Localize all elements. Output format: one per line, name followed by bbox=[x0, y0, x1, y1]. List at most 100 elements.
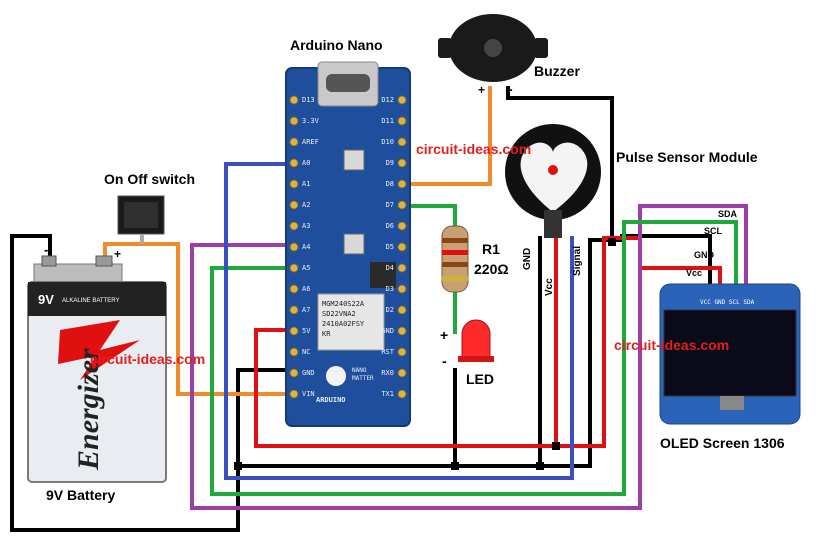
wire-gnd-battery bbox=[10, 234, 240, 532]
wire-sda bbox=[190, 204, 748, 510]
battery-9v: 9V ALKALINE BATTERY Energizer - bbox=[27, 242, 167, 483]
arduino-label: Arduino Nano bbox=[290, 37, 383, 53]
pin-label: D6 bbox=[386, 222, 394, 230]
pulse-pin-gnd: GND bbox=[522, 248, 533, 270]
board-model-word: NANO bbox=[352, 367, 367, 374]
header-pin bbox=[397, 326, 407, 336]
led: + - bbox=[440, 319, 494, 369]
header-pin bbox=[289, 347, 299, 357]
buzzer: + - bbox=[438, 14, 548, 97]
wire-led-resistor bbox=[404, 204, 457, 226]
header-pin bbox=[289, 389, 299, 399]
board-model-word: MATTER bbox=[352, 375, 374, 382]
junction-dot bbox=[552, 442, 560, 450]
switch-label: On Off switch bbox=[104, 171, 195, 187]
oled-label: OLED Screen 1306 bbox=[660, 435, 785, 451]
pulse-pin-signal: Signal bbox=[572, 246, 583, 276]
oled-display bbox=[663, 309, 797, 397]
usb-c-port bbox=[326, 74, 370, 92]
pin-label: D10 bbox=[381, 138, 394, 146]
wire-vin-switch bbox=[103, 242, 292, 396]
header-pin bbox=[397, 368, 407, 378]
wire-gnd-buzzer bbox=[506, 86, 614, 242]
pin-label: D12 bbox=[381, 96, 394, 104]
pin-label: A7 bbox=[302, 306, 310, 314]
pin-label: D3 bbox=[386, 285, 394, 293]
header-pin bbox=[397, 158, 407, 168]
pin-label: AREF bbox=[302, 138, 319, 146]
header-pin bbox=[289, 95, 299, 105]
pin-label: D9 bbox=[386, 159, 394, 167]
oled-board-pins: VCC GND SCL SDA bbox=[700, 299, 755, 306]
wire-buzzer-plus bbox=[404, 86, 492, 186]
battery-label: 9V Battery bbox=[46, 487, 115, 503]
arduino-logo bbox=[326, 366, 346, 386]
buzzer-plus-sign: + bbox=[478, 83, 485, 97]
header-pin bbox=[289, 368, 299, 378]
wire-signal bbox=[224, 162, 574, 480]
pin-label: D4 bbox=[386, 264, 394, 272]
wire-scl bbox=[210, 220, 738, 496]
pin-label: 5V bbox=[302, 327, 311, 335]
mgm240-module bbox=[317, 293, 385, 351]
pin-label: GND bbox=[381, 327, 394, 335]
header-pin bbox=[289, 305, 299, 315]
header-pin bbox=[397, 284, 407, 294]
pulse-sensor-label: Pulse Sensor Module bbox=[616, 149, 758, 165]
header-pin bbox=[289, 242, 299, 252]
battery-minus-sign: - bbox=[44, 242, 48, 257]
reset-button bbox=[343, 149, 365, 171]
oled-pin-vcc: Vcc bbox=[686, 268, 702, 278]
header-pin bbox=[289, 137, 299, 147]
pin-label: D8 bbox=[386, 180, 394, 188]
header-pin bbox=[289, 158, 299, 168]
watermark: circuit-ideas.com bbox=[416, 141, 531, 157]
pin-label: A3 bbox=[302, 222, 310, 230]
battery-case-subtitle: ALKALINE BATTERY bbox=[62, 298, 119, 304]
resistor-r1 bbox=[441, 225, 469, 293]
pin-label: TX1 bbox=[381, 390, 394, 398]
header-pin bbox=[289, 326, 299, 336]
heart-icon bbox=[520, 142, 588, 212]
header-pin bbox=[397, 389, 407, 399]
led-label: LED bbox=[466, 371, 494, 387]
battery-brand: Energizer bbox=[72, 348, 105, 471]
header-pin bbox=[397, 347, 407, 357]
pin-label: 3.3V bbox=[302, 117, 320, 125]
chip-text-line: SD22VNA2 bbox=[322, 310, 356, 318]
watermark: circuit-ideas.com bbox=[90, 351, 205, 367]
switch-plus-sign: + bbox=[114, 247, 121, 261]
header-pin bbox=[289, 263, 299, 273]
chip-text-line: MGM240S22A bbox=[322, 300, 365, 308]
pin-label: VIN bbox=[302, 390, 315, 398]
pulse-pin-vcc: Vcc bbox=[544, 278, 555, 296]
pin-label: D7 bbox=[386, 201, 394, 209]
pin-label: D5 bbox=[386, 243, 394, 251]
wire-vcc-arduino bbox=[254, 328, 556, 448]
junction-dot bbox=[608, 238, 616, 246]
led-minus-sign: - bbox=[442, 353, 447, 369]
chip-text-line: KR bbox=[322, 330, 331, 338]
pin-label: A0 bbox=[302, 159, 310, 167]
header-pin bbox=[397, 200, 407, 210]
battery-case-voltage: 9V bbox=[38, 292, 54, 307]
header-pin bbox=[289, 221, 299, 231]
pin-label: A4 bbox=[302, 243, 310, 251]
oled-pin-scl: SCL bbox=[704, 226, 723, 236]
header-pin bbox=[397, 263, 407, 273]
header-pin bbox=[397, 242, 407, 252]
pin-label: A1 bbox=[302, 180, 310, 188]
led-plus-sign: + bbox=[440, 327, 448, 343]
header-pin bbox=[289, 116, 299, 126]
header-pin bbox=[397, 179, 407, 189]
pin-label: D13 bbox=[302, 96, 315, 104]
pin-label: D11 bbox=[381, 117, 394, 125]
junction-dots bbox=[234, 238, 616, 470]
buzzer-minus-sign: - bbox=[508, 81, 513, 97]
wires bbox=[10, 86, 748, 532]
user-button bbox=[343, 233, 365, 255]
oled-1306: VCC GND SCL SDA SDA SCL GND Vcc bbox=[659, 209, 801, 425]
